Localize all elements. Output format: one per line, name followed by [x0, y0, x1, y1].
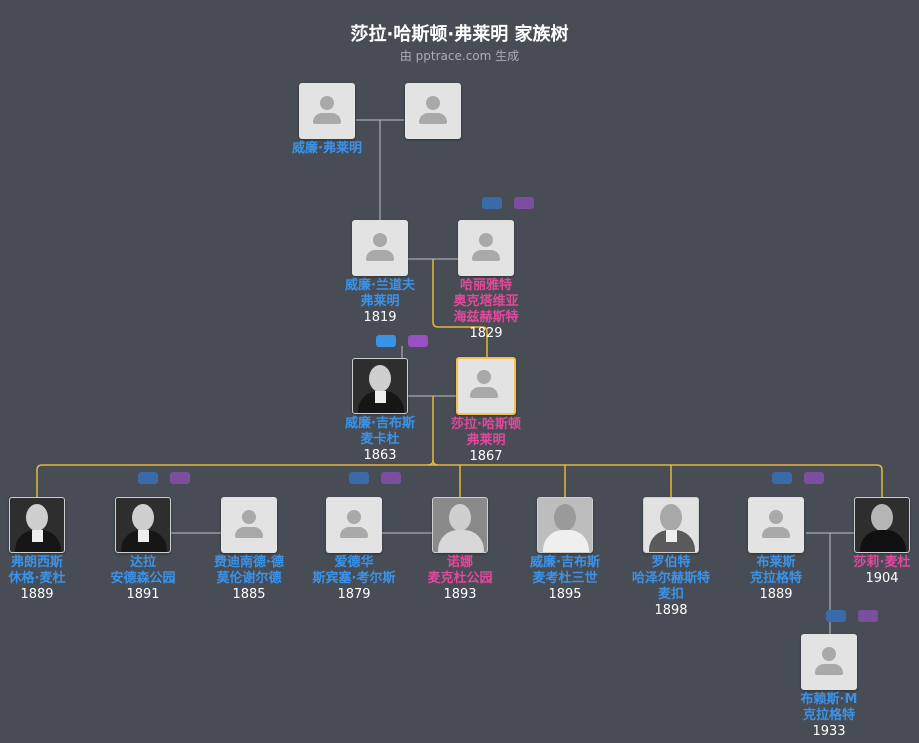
- person-card-bruce[interactable]: 布莱斯克拉格特 1889: [716, 497, 836, 603]
- person-card-robert[interactable]: 罗伯特哈泽尔赫斯特麦扣 1898: [611, 497, 731, 619]
- portrait-photo: [854, 497, 910, 553]
- birth-year: 1898: [654, 603, 688, 618]
- birth-year: 1891: [126, 587, 160, 602]
- badge-blue[interactable]: [349, 472, 369, 484]
- person-name: 罗伯特哈泽尔赫斯特麦扣: [631, 555, 710, 602]
- portrait-photo: [432, 497, 488, 553]
- badge-purple[interactable]: [170, 472, 190, 484]
- badge-purple[interactable]: [514, 197, 534, 209]
- badge-blue[interactable]: [376, 335, 396, 347]
- page-subtitle: 由 pptrace.com 生成: [399, 49, 520, 63]
- person-name: 爱德华斯宾塞·考尔斯: [312, 555, 396, 586]
- person-card-edward[interactable]: 爱德华斯宾塞·考尔斯 1879: [294, 497, 414, 603]
- placeholder-icon: [801, 634, 857, 690]
- birth-year: 1829: [469, 326, 503, 341]
- birth-year: 1867: [469, 449, 503, 464]
- person-name: 威廉·吉布斯麦卡杜: [345, 416, 415, 447]
- badge-purple[interactable]: [381, 472, 401, 484]
- descent-line-parents: [432, 259, 488, 357]
- person-name: 诺娜麦克杜公园: [427, 555, 493, 586]
- portrait-photo: [643, 497, 699, 553]
- badge-purple[interactable]: [858, 610, 878, 622]
- placeholder-icon: [326, 497, 382, 553]
- person-card-nona[interactable]: 诺娜麦克杜公园 1893: [400, 497, 520, 603]
- badge-blue[interactable]: [772, 472, 792, 484]
- birth-year: 1819: [363, 310, 397, 325]
- portrait-photo: [537, 497, 593, 553]
- person-name: 莎拉·哈斯顿弗莱明: [451, 417, 521, 448]
- person-card-dara[interactable]: 达拉安德森公园 1891: [83, 497, 203, 603]
- children-bus-right: [432, 459, 439, 466]
- person-card-william-gibbs-iii[interactable]: 威廉·吉布斯麦考杜三世 1895: [505, 497, 625, 603]
- person-card-william-fleming[interactable]: 威廉·弗莱明: [267, 83, 387, 157]
- placeholder-icon: [299, 83, 355, 139]
- badge-blue[interactable]: [482, 197, 502, 209]
- birth-year: 1889: [20, 587, 54, 602]
- badge-blue[interactable]: [138, 472, 158, 484]
- birth-year: 1933: [812, 724, 846, 739]
- placeholder-icon: [456, 357, 516, 415]
- person-name: 弗朗西斯休格·麦杜: [8, 555, 66, 586]
- birth-year: 1893: [443, 587, 477, 602]
- portrait-photo: [352, 358, 408, 414]
- birth-year: 1904: [865, 571, 899, 586]
- birth-year: 1879: [337, 587, 371, 602]
- person-name: 费迪南德·德莫伦谢尔德: [214, 555, 284, 586]
- birth-year: 1895: [548, 587, 582, 602]
- person-card-ferdinand[interactable]: 费迪南德·德莫伦谢尔德 1885: [189, 497, 309, 603]
- person-name: 威廉·兰道夫弗莱明: [345, 278, 415, 309]
- person-card-sally[interactable]: 莎莉·麦杜 1904: [822, 497, 919, 587]
- birth-year: 1863: [363, 448, 397, 463]
- birth-year: 1889: [759, 587, 793, 602]
- birth-year: 1885: [232, 587, 266, 602]
- person-name: 莎莉·麦杜: [853, 555, 911, 570]
- person-card-grandmother[interactable]: [373, 83, 493, 139]
- placeholder-icon: [458, 220, 514, 276]
- badge-purple[interactable]: [804, 472, 824, 484]
- person-name: 威廉·弗莱明: [292, 141, 362, 156]
- page-title: 莎拉·哈斯顿·弗莱明 家族树: [350, 24, 569, 45]
- person-card-francis[interactable]: 弗朗西斯休格·麦杜 1889: [0, 497, 97, 603]
- person-name: 布莱斯克拉格特: [749, 555, 802, 586]
- person-card-sarah-focus[interactable]: 莎拉·哈斯顿弗莱明 1867: [426, 357, 546, 465]
- person-card-william-randolph[interactable]: 威廉·兰道夫弗莱明 1819: [320, 220, 440, 326]
- badge-purple[interactable]: [408, 335, 428, 347]
- placeholder-icon: [405, 83, 461, 139]
- person-name: 威廉·吉布斯麦考杜三世: [530, 555, 600, 586]
- person-card-william-gibbs[interactable]: 威廉·吉布斯麦卡杜 1863: [320, 358, 440, 464]
- placeholder-icon: [748, 497, 804, 553]
- portrait-photo: [115, 497, 171, 553]
- placeholder-icon: [221, 497, 277, 553]
- person-name: 哈丽雅特奥克塔维亚海兹赫斯特: [453, 278, 519, 325]
- person-name: 达拉安德森公园: [110, 555, 176, 586]
- placeholder-icon: [352, 220, 408, 276]
- portrait-photo: [9, 497, 65, 553]
- badge-blue[interactable]: [826, 610, 846, 622]
- person-card-harriet[interactable]: 哈丽雅特奥克塔维亚海兹赫斯特 1829: [426, 220, 546, 342]
